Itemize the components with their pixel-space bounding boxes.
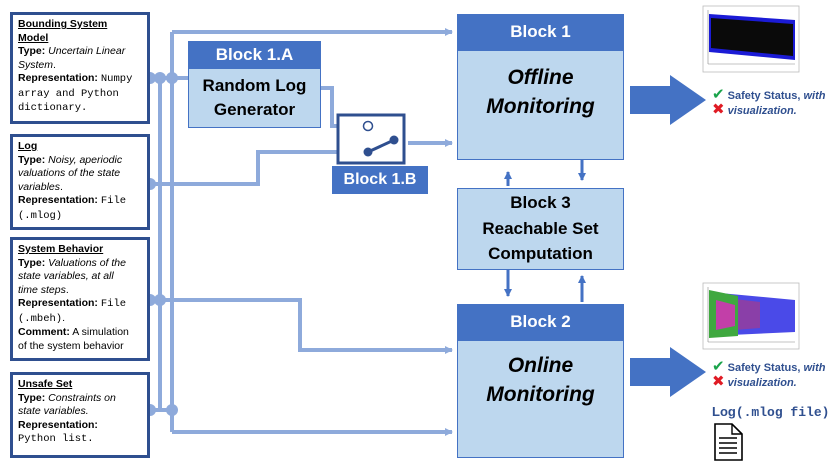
cross-icon: ✖ [712, 373, 725, 390]
type-label: Type: [18, 256, 46, 269]
block-3-header: Block 3 [457, 188, 624, 214]
type-value: Constraints on [48, 391, 116, 404]
block-2-title-cont: Monitoring [486, 383, 595, 406]
block-2-body: Online Monitoring [457, 340, 624, 458]
card-system-behavior: System Behavior Type: Valuations of the … [10, 237, 150, 361]
type-value: Noisy, aperiodic [48, 153, 123, 166]
block-3-title: Reachable Set [482, 219, 599, 238]
card-title-cont: Model [18, 31, 49, 44]
block-1-header: Block 1 [457, 14, 624, 50]
block-1a-title-cont: Generator [213, 100, 296, 119]
log-file-label: Log(.mlog file) [712, 404, 829, 420]
type-value: Valuations of the [48, 256, 126, 269]
output-arrow-1 [630, 75, 706, 125]
safety-status-offline: ✔ Safety Status, with ✖ visualization. [712, 86, 826, 118]
document-icon [714, 423, 743, 461]
check-icon: ✔ [712, 86, 725, 103]
type-value-cont: time steps [18, 283, 66, 296]
repr-value-cont: (.mbeh) [18, 312, 63, 325]
block-1a-title: Random Log [202, 76, 307, 95]
repr-value-cont: dictionary. [18, 102, 88, 114]
status-text: Safety Status, [727, 90, 801, 102]
comment-label: Comment: [18, 326, 70, 338]
repr-value-end: . [62, 311, 66, 324]
type-value-end: . [65, 283, 69, 296]
type-label: Type: [18, 391, 46, 404]
repr-value: Numpy [100, 73, 133, 85]
status-text-with: with [803, 90, 826, 102]
status-text: Safety Status, [727, 362, 801, 374]
repr-label: Representation: [18, 194, 98, 206]
repr-value-cont: (.mlog) [18, 209, 63, 222]
output-arrow-2 [630, 347, 706, 397]
repr-label: Representation: [18, 72, 98, 84]
type-value-cont: state variables, at all [18, 270, 114, 282]
block-1-title-cont: Monitoring [486, 95, 595, 118]
card-title: System Behavior [18, 243, 104, 255]
block-1a-header: Block 1.A [188, 41, 321, 68]
repr-value: File [100, 195, 127, 207]
block-1b-label: Block 1.B [332, 166, 428, 194]
card-bounding-system-model: Bounding System Model Type: Uncertain Li… [10, 12, 150, 124]
repr-value: File [100, 298, 127, 310]
repr-value: Python list. [18, 433, 94, 445]
block-3-body: Reachable Set Computation [457, 214, 624, 270]
block-1-title: Offline [507, 66, 574, 89]
card-unsafe-set: Unsafe Set Type: Constraints on state va… [10, 372, 150, 458]
comment-value-cont: of the system behavior [18, 339, 124, 352]
type-value-end: . [53, 58, 56, 71]
safety-status-online: ✔ Safety Status, with ✖ visualization. [712, 358, 826, 390]
card-title: Bounding System [18, 18, 108, 30]
card-title: Unsafe Set [18, 378, 73, 390]
status-text-with: with [803, 362, 826, 374]
status-text-cont: visualization. [727, 377, 797, 389]
block-1a-body: Random Log Generator [188, 68, 321, 128]
type-value-cont: state variables. [18, 405, 89, 417]
block-2-title: Online [507, 354, 574, 377]
plot-thumbnail-online [702, 282, 800, 350]
cross-icon: ✖ [712, 101, 725, 118]
repr-label: Representation: [18, 418, 98, 431]
type-value-end: . [60, 180, 63, 193]
repr-label: Representation: [18, 297, 98, 309]
type-value-cont: variables [18, 180, 61, 193]
type-value: Uncertain Linear [48, 45, 126, 57]
log-file-prefix: Log [712, 404, 736, 419]
type-value-cont: System [18, 58, 54, 71]
status-text-cont: visualization. [727, 105, 797, 117]
log-file-name: (.mlog file) [735, 405, 830, 420]
block-3-title-cont: Computation [488, 244, 593, 263]
type-label: Type: [18, 45, 46, 57]
type-label: Type: [18, 153, 46, 166]
block-1-body: Offline Monitoring [457, 50, 624, 160]
plot-thumbnail-offline [702, 5, 800, 73]
check-icon: ✔ [712, 358, 725, 375]
card-log: Log Type: Noisy, aperiodic valuations of… [10, 134, 150, 230]
block-2-header: Block 2 [457, 304, 624, 340]
repr-value-cont: array and Python [18, 87, 119, 100]
comment-value: A simulation [72, 326, 129, 338]
card-title: Log [18, 140, 38, 152]
type-value-cont: valuations of the state [18, 167, 121, 179]
